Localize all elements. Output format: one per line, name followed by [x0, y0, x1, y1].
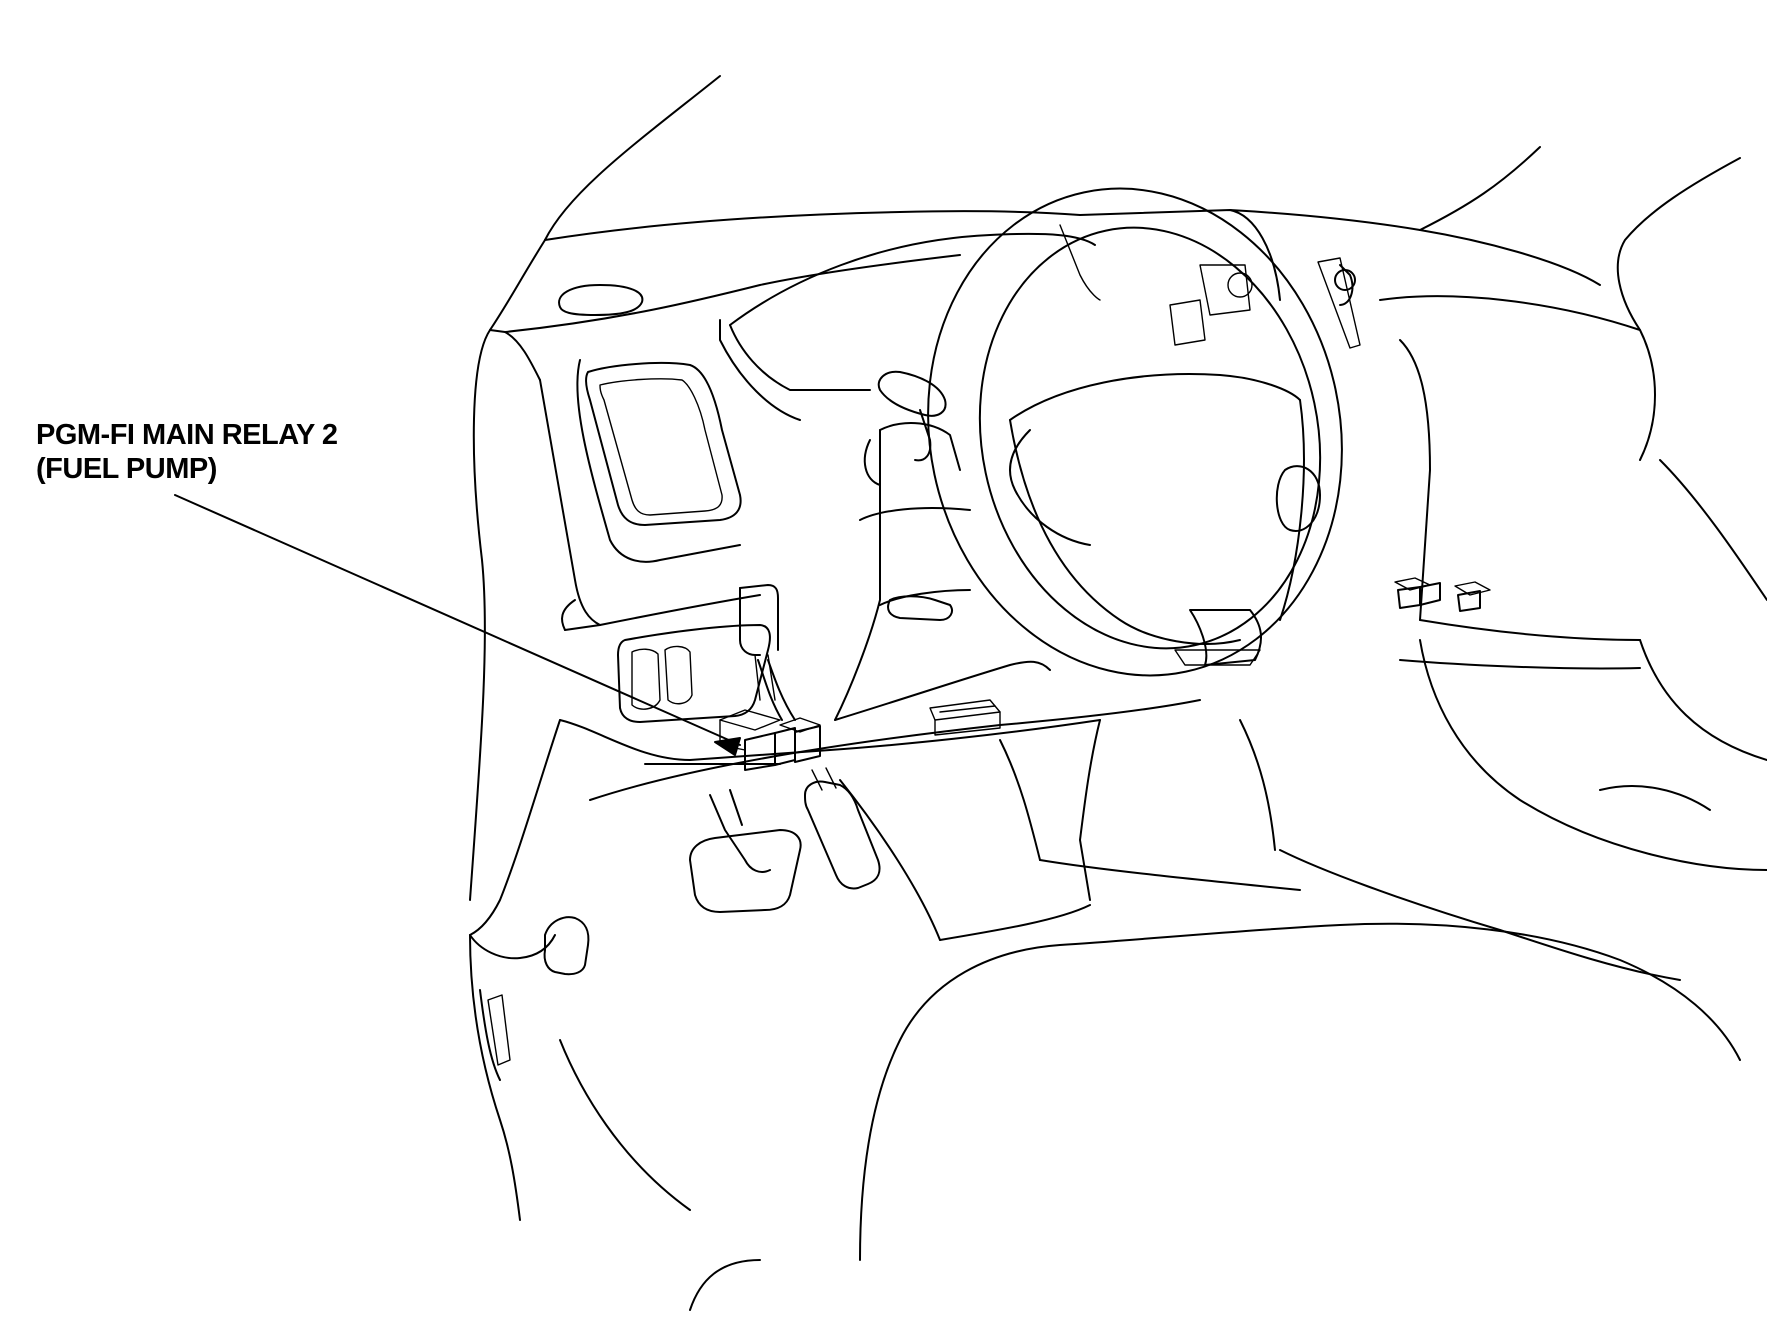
- callout-leader-line: [174, 494, 741, 746]
- steering-wheel: [927, 187, 1343, 677]
- switch-panel: [617, 624, 771, 723]
- wiper-stalk: [887, 595, 953, 621]
- hood-release-lever: [543, 916, 590, 976]
- turn-signal-stalk: [877, 370, 947, 462]
- front-seat: [689, 922, 1741, 1311]
- steering-hub-left: [1009, 419, 1241, 645]
- gauge-cluster: [1169, 257, 1361, 349]
- accelerator-pedal: [804, 767, 881, 890]
- steering-hub-top: [1009, 373, 1301, 421]
- instrument-hood: [719, 209, 1281, 421]
- relay-callout-line2: (FUEL PUMP): [36, 453, 217, 485]
- left-air-vent: [576, 359, 742, 563]
- steering-wheel-rim-inner: [978, 226, 1322, 650]
- relay-bracket: [739, 584, 796, 721]
- callout-leader: [174, 494, 781, 765]
- right-dashboard: [1379, 295, 1767, 670]
- under-dash-edge: [469, 699, 1201, 936]
- dash-knob-right: [1334, 269, 1356, 291]
- relay-callout-line1: PGM-FI MAIN RELAY 2: [36, 419, 338, 451]
- brake-pedal: [689, 789, 802, 913]
- kick-panel: [469, 934, 691, 1221]
- center-lower-vent: [929, 699, 1001, 736]
- steering-column: [834, 422, 1051, 721]
- steering-spoke-right-button: [1275, 465, 1321, 532]
- floor: [839, 739, 1301, 941]
- lower-left-dash-panel: [539, 379, 761, 631]
- center-console: [1079, 639, 1767, 981]
- right-relays: [1394, 577, 1491, 612]
- relay-callout-label: PGM-FI MAIN RELAY 2 (FUEL PUMP): [36, 418, 338, 486]
- steering-wheel-rim-outer: [927, 187, 1343, 677]
- gauge-knob: [1227, 272, 1253, 298]
- steering-hub-right: [1279, 399, 1305, 621]
- steering-hub-bottom-spoke: [1189, 609, 1262, 666]
- dashboard-top: [504, 146, 1741, 461]
